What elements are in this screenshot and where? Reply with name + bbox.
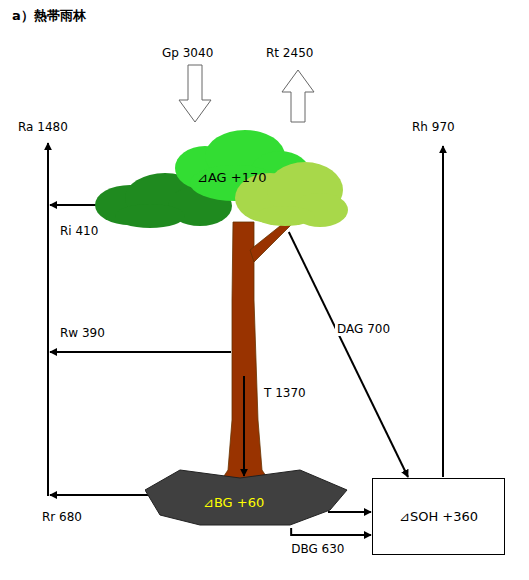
- flux-label: Rr 680: [40, 510, 84, 524]
- flux-arrow: [328, 511, 371, 513]
- ri-arrow: [50, 204, 96, 206]
- flux-label: Rt 2450: [264, 46, 315, 60]
- flux-label: Rw 390: [58, 326, 107, 340]
- node-label: ⊿AG +170: [197, 170, 266, 186]
- rh-arrow: [442, 146, 444, 477]
- flux-label: Ri 410: [58, 224, 100, 238]
- canopy-lobe: [255, 206, 315, 226]
- flux-arrow: [289, 232, 408, 477]
- flux-arrow: [291, 528, 371, 535]
- soil-box: ⊿SOH +360: [372, 478, 505, 555]
- canopy-node: ⊿AG +170: [95, 128, 350, 228]
- rw-arrow: [50, 351, 231, 353]
- rt-arrow: [282, 70, 314, 122]
- flux-label: Gp 3040: [160, 46, 215, 60]
- edge-label: DAG 700: [335, 322, 392, 336]
- node-label: ⊿BG +60: [203, 495, 264, 511]
- ra-arrow: [47, 143, 49, 496]
- flux-label: Rh 970: [410, 120, 457, 134]
- node-label: ⊿SOH +360: [399, 509, 478, 525]
- t-arrow: [243, 376, 245, 476]
- edge-label: DBG 630: [289, 542, 346, 556]
- rr-arrow: [50, 494, 150, 496]
- canopy-lobe: [115, 204, 185, 228]
- flux-label: T 1370: [262, 386, 308, 400]
- diagram-title: a）熱帯雨林: [12, 8, 86, 24]
- flux-label: Ra 1480: [16, 120, 70, 134]
- root-node: ⊿BG +60: [145, 468, 348, 527]
- gp-arrow: [179, 65, 211, 122]
- root-zone: [145, 470, 347, 525]
